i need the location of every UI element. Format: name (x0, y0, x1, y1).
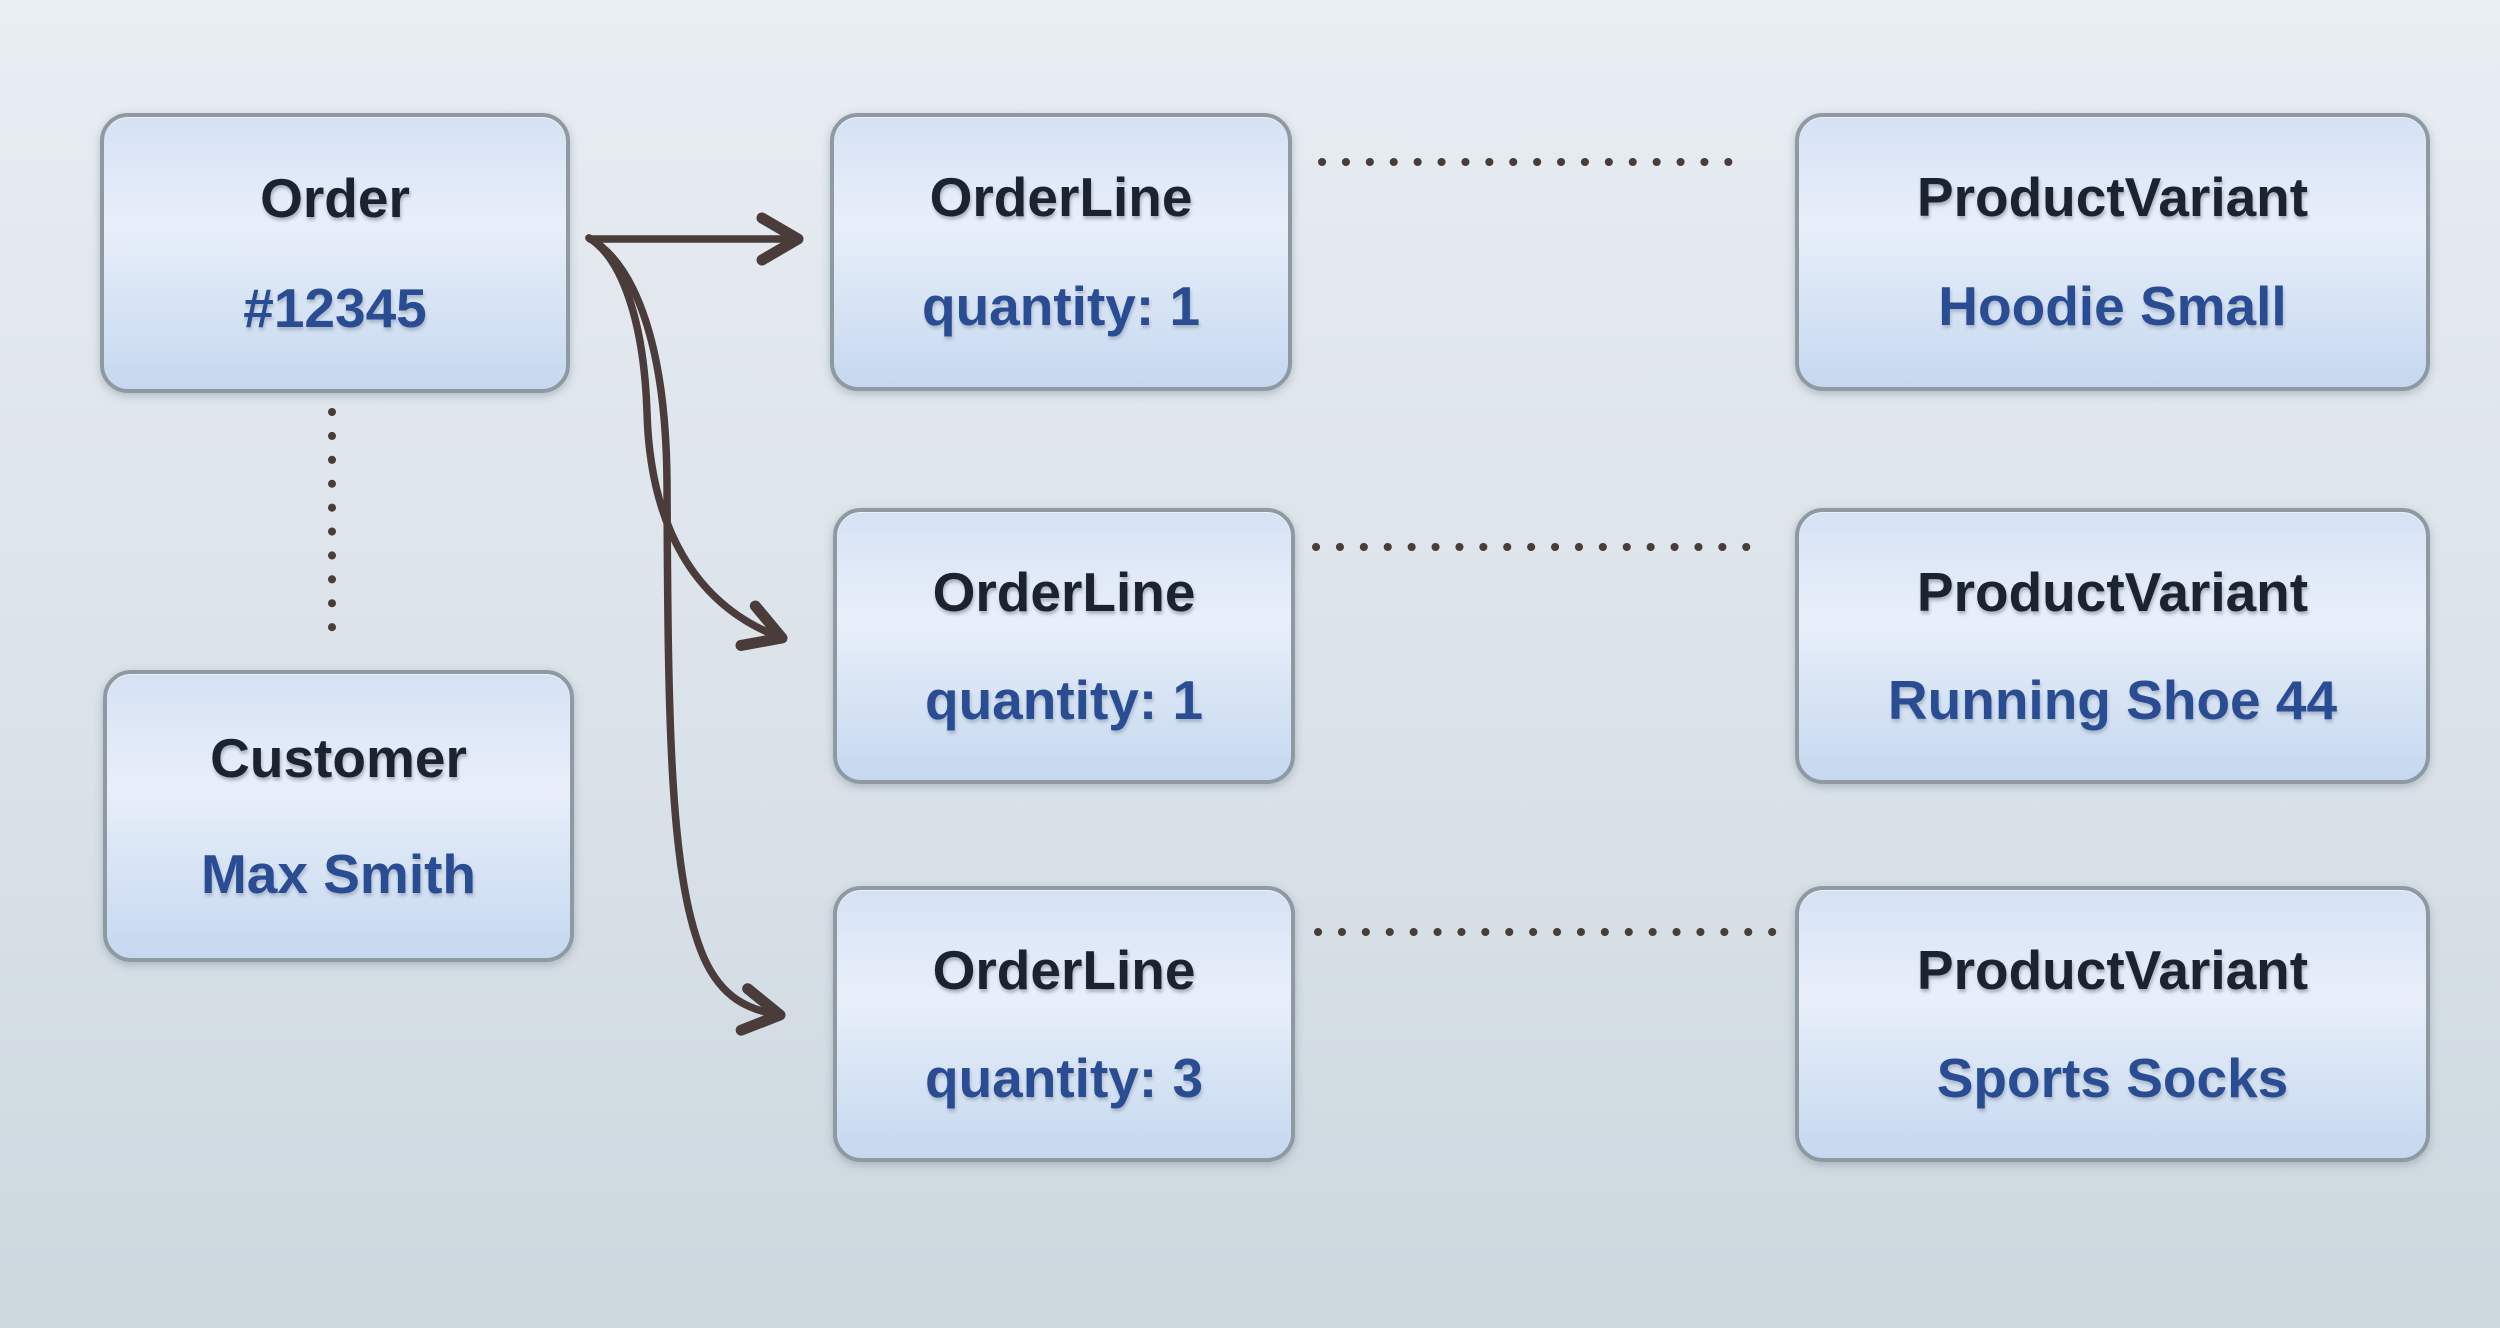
node-order-title: Order (260, 166, 410, 229)
node-orderline-3[interactable]: OrderLine quantity: 3 (833, 886, 1295, 1162)
node-orderline-1-value: quantity: 1 (921, 275, 1201, 337)
node-productvariant-2-title: ProductVariant (1916, 560, 2309, 623)
node-order[interactable]: Order #12345 (100, 113, 570, 393)
node-productvariant-2-value: Running Shoe 44 (1887, 668, 2338, 731)
node-orderline-1[interactable]: OrderLine quantity: 1 (830, 113, 1292, 391)
node-orderline-2[interactable]: OrderLine quantity: 1 (833, 508, 1295, 784)
node-orderline-2-title: OrderLine (932, 560, 1196, 623)
arrow-order-to-orderline3 (585, 234, 786, 1036)
node-orderline-1-title: OrderLine (929, 166, 1193, 228)
node-productvariant-3-title: ProductVariant (1916, 938, 2309, 1001)
node-customer-title: Customer (210, 726, 467, 789)
arrow-order-to-orderline2 (585, 234, 788, 651)
node-customer[interactable]: Customer Max Smith (103, 670, 574, 962)
node-orderline-3-title: OrderLine (932, 938, 1196, 1001)
node-order-value: #12345 (243, 276, 427, 339)
node-customer-value: Max Smith (200, 842, 477, 905)
node-orderline-3-value: quantity: 3 (924, 1046, 1204, 1109)
node-productvariant-2[interactable]: ProductVariant Running Shoe 44 (1795, 508, 2430, 784)
node-orderline-2-value: quantity: 1 (924, 668, 1204, 731)
node-productvariant-3[interactable]: ProductVariant Sports Socks (1795, 886, 2430, 1162)
node-productvariant-1[interactable]: ProductVariant Hoodie Small (1795, 113, 2430, 391)
node-productvariant-3-value: Sports Socks (1936, 1046, 2289, 1109)
node-productvariant-1-title: ProductVariant (1916, 166, 2309, 228)
node-productvariant-1-value: Hoodie Small (1938, 275, 2287, 337)
